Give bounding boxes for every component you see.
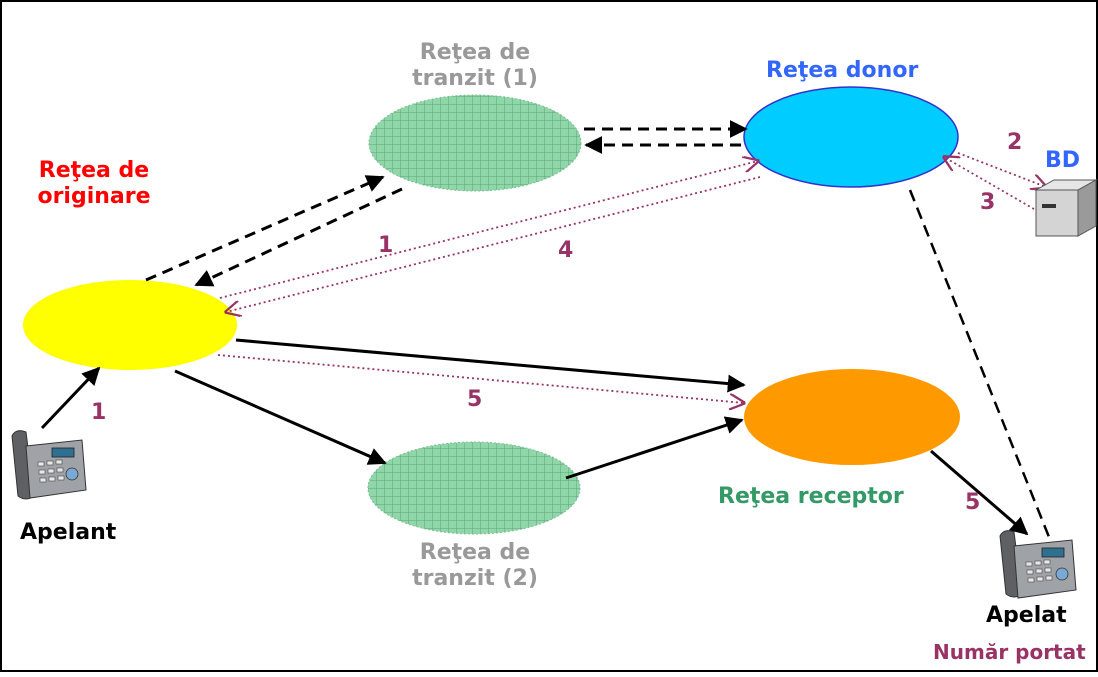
step-label-recipient-to-called: 5 [965, 490, 981, 515]
caller-phone-icon [11, 430, 87, 500]
caller-label: Apelant [20, 520, 117, 545]
ported-number-label: Număr portat [933, 640, 1086, 664]
caller-to-origin-arrow [40, 366, 101, 430]
transit2-network-node [367, 441, 581, 535]
recipient-network-label: Reţea receptor [718, 484, 904, 509]
transit2-to-recipient-arrow [565, 416, 744, 480]
origin-network-node [23, 280, 237, 370]
donor-to-called-dashed-line [908, 189, 1061, 563]
donor-response-to-origin-arrow [226, 176, 761, 312]
origin-to-recipient-dotted-arrow [217, 354, 744, 403]
database-icon [1034, 179, 1098, 237]
step-label-caller-to-origin: 1 [91, 400, 107, 425]
recipient-network-node [744, 369, 960, 465]
origin-network-label: Reţea de originare [37, 158, 151, 210]
transit2-network-label: Reţea de tranzit (2) [412, 540, 538, 592]
donor-network-label: Reţea donor [766, 58, 919, 83]
step-label-donor-to-db: 2 [1007, 130, 1023, 155]
step-label-origin-query: 1 [378, 233, 394, 258]
transit1-network-node [368, 94, 582, 192]
called-phone-icon [999, 530, 1077, 599]
db-to-donor-arrow [944, 157, 1035, 210]
donor-network-node [743, 86, 959, 188]
recipient-to-called-arrow [930, 449, 1029, 536]
origin-to-transit2-arrow [174, 369, 387, 465]
origin-to-transit1-arrow [145, 175, 385, 282]
transit1-network-label: Reţea de tranzit (1) [412, 40, 538, 92]
database-label: BD [1045, 148, 1081, 173]
origin-to-recipient-arrow [235, 338, 746, 393]
transit1-to-origin-arrow [194, 187, 403, 287]
step-label-donor-response: 4 [558, 238, 574, 263]
called-label: Apelat [986, 603, 1067, 628]
step-label-db-to-donor: 3 [980, 190, 996, 215]
donor-to-db-arrow [957, 152, 1046, 187]
step-label-origin-to-recipient: 5 [467, 387, 483, 412]
